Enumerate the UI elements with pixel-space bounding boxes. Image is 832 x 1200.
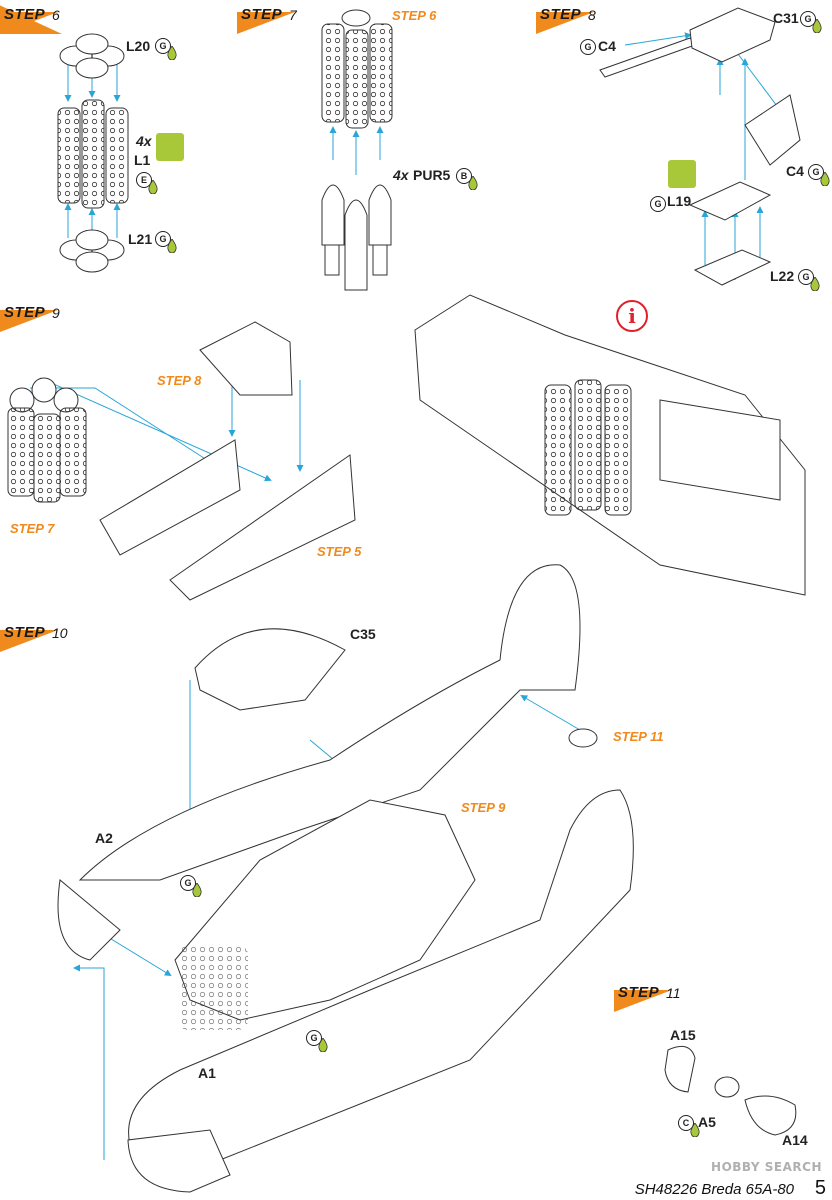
glue-code-g: G	[650, 196, 666, 212]
part-label-c31: C31	[773, 10, 799, 26]
step-word: STEP	[4, 6, 46, 23]
step-6-header: STEP 6	[0, 4, 62, 34]
step-number: 6	[52, 7, 60, 23]
part-label-c4: C4	[598, 38, 616, 54]
glue-code-g: G	[580, 39, 596, 55]
glue-code-c: C	[678, 1115, 694, 1131]
drill-hole-icon	[156, 133, 184, 161]
step-number: 10	[52, 625, 68, 641]
part-label-pur5: PUR5	[413, 167, 451, 183]
step-9-header: STEP 9	[0, 302, 62, 332]
step-flag-shape	[536, 12, 594, 34]
glue-drop-icon	[690, 1123, 700, 1137]
glue-drop-icon	[820, 172, 830, 186]
glue-drop-icon	[468, 176, 478, 190]
glue-code-b: B	[456, 168, 472, 184]
glue-code-g: G	[798, 269, 814, 285]
glue-drop-icon	[167, 239, 177, 253]
glue-code-g: G	[155, 231, 171, 247]
step-7-header: STEP 7	[237, 4, 299, 34]
glue-code-g: G	[800, 11, 816, 27]
quantity-label: 4x	[136, 133, 152, 149]
step11-drawing	[664, 1045, 797, 1136]
step-number: 8	[588, 7, 596, 23]
step-number: 9	[52, 305, 60, 321]
step-flag-shape	[614, 990, 672, 1012]
page-number: 5	[814, 1177, 826, 1199]
glue-code-e: E	[136, 172, 152, 188]
part-label-l20: L20	[126, 38, 151, 54]
ref-step-6: STEP 6	[392, 8, 437, 23]
part-label-l22: L22	[770, 268, 795, 284]
step10-drawing	[57, 564, 634, 1193]
part-label-l21: L21	[128, 231, 153, 247]
step-word: STEP	[4, 304, 46, 321]
part-label-c4: C4	[786, 163, 804, 179]
step-word: STEP	[241, 6, 283, 23]
step-word: STEP	[618, 984, 660, 1001]
ref-step-7: STEP 7	[10, 521, 55, 536]
step-word: STEP	[4, 624, 46, 641]
part-label-c35: C35	[350, 626, 376, 642]
part-label-a14: A14	[782, 1132, 808, 1148]
step-flag-shape	[0, 5, 62, 34]
step-flag-shape	[0, 310, 58, 332]
kit-code: SH48226 Breda 65A-80	[634, 1181, 794, 1198]
step-flag-shape	[0, 630, 58, 652]
ref-step-11: STEP 11	[613, 729, 664, 744]
glue-drop-icon	[167, 46, 177, 60]
watermark: HOBBY SEARCH	[711, 1160, 822, 1174]
step-number: 11	[666, 985, 681, 1001]
part-label-a5: A5	[698, 1114, 716, 1130]
glue-drop-icon	[810, 277, 820, 291]
step-flag-shape	[237, 12, 295, 34]
step-10-header: STEP 10	[0, 622, 68, 652]
glue-code-g: G	[808, 164, 824, 180]
step8-drawing	[599, 7, 801, 286]
step-11-header: STEP 11	[614, 982, 681, 1012]
step-number: 7	[289, 7, 297, 23]
step-8-header: STEP 8	[536, 4, 598, 34]
step-word: STEP	[540, 6, 582, 23]
glue-drop-icon	[318, 1038, 328, 1052]
interior-drawing	[414, 294, 806, 596]
part-label-l1: L1	[134, 152, 151, 168]
info-icon: i	[616, 300, 648, 332]
part-label-l19: L19	[667, 193, 692, 209]
drill-hole-icon	[668, 160, 696, 188]
glue-drop-icon	[192, 883, 202, 897]
step9-drawing	[7, 321, 356, 601]
part-label-a2: A2	[95, 830, 113, 846]
part-label-a1: A1	[198, 1065, 216, 1081]
quantity-label: 4x	[393, 167, 409, 183]
glue-code-g: G	[155, 38, 171, 54]
step7-drawing	[321, 9, 393, 291]
part-label-a15: A15	[670, 1027, 696, 1043]
step6-drawing	[57, 33, 129, 273]
ref-step-8: STEP 8	[157, 373, 202, 388]
glue-code-g: G	[180, 875, 196, 891]
glue-code-g: G	[306, 1030, 322, 1046]
ref-step-9: STEP 9	[461, 800, 506, 815]
ref-step-5: STEP 5	[317, 544, 362, 559]
glue-drop-icon	[148, 180, 158, 194]
glue-drop-icon	[812, 19, 822, 33]
